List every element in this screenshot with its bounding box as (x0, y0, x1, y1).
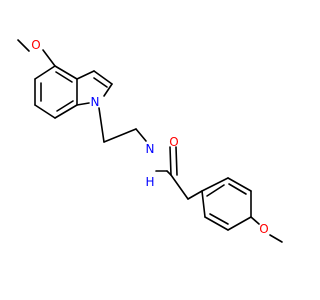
bond-ring (34, 65, 56, 80)
bond-ring (227, 216, 252, 231)
bond-o-c4 (42, 49, 56, 67)
bond-c-o (250, 216, 260, 225)
bond-ring (227, 177, 252, 192)
methoxyphenyl-ring (187, 177, 252, 231)
bond-o-methyl (269, 234, 283, 243)
bond-n-ch2 (98, 107, 105, 143)
bond-ring (187, 190, 203, 200)
bond-ring (54, 104, 78, 119)
bond-ring (201, 190, 206, 218)
bond-ring-inner (93, 77, 108, 88)
bond-methyl-o (17, 39, 30, 52)
bond-ring-inner (55, 71, 73, 83)
bond-ring (76, 70, 95, 80)
amide-group (155, 146, 189, 200)
indole-benzene-ring (34, 65, 78, 119)
bond-ring (34, 104, 56, 119)
oxygen-label-phenyl: O (259, 222, 268, 236)
nitrogen-label-amide: N (146, 142, 155, 156)
bond-ch2-nh (135, 128, 147, 142)
bond-ring-inner (209, 213, 229, 225)
oxygen-label-indole: O (31, 38, 40, 52)
bond-ring (201, 177, 229, 192)
hydrogen-label-amide: H (145, 175, 154, 189)
bond-c-o-double (175, 146, 178, 176)
bond-ring-inner (56, 100, 74, 112)
bond-ring (93, 70, 113, 85)
bond-ring (76, 102, 90, 106)
phenyl-methoxy (250, 216, 283, 243)
bond-ch2-ch2 (103, 128, 137, 143)
indole-pyrrole-ring (76, 70, 113, 106)
bond-ring (54, 65, 78, 80)
bond-ring (103, 83, 113, 97)
molecule-svg: O N N H O O (17, 38, 283, 243)
nitrogen-label-indole: N (91, 95, 100, 109)
ethyl-linker (98, 107, 147, 143)
indole-methoxy (17, 39, 56, 67)
oxygen-label-carbonyl: O (169, 135, 178, 149)
bond-ring (204, 216, 229, 231)
bond-c-o (169, 146, 172, 176)
bond-ring-inner (228, 183, 247, 195)
bond-c-ch2 (170, 174, 189, 200)
molecule-diagram: O N N H O O (17, 38, 283, 243)
bond-ring-inner (206, 184, 225, 197)
